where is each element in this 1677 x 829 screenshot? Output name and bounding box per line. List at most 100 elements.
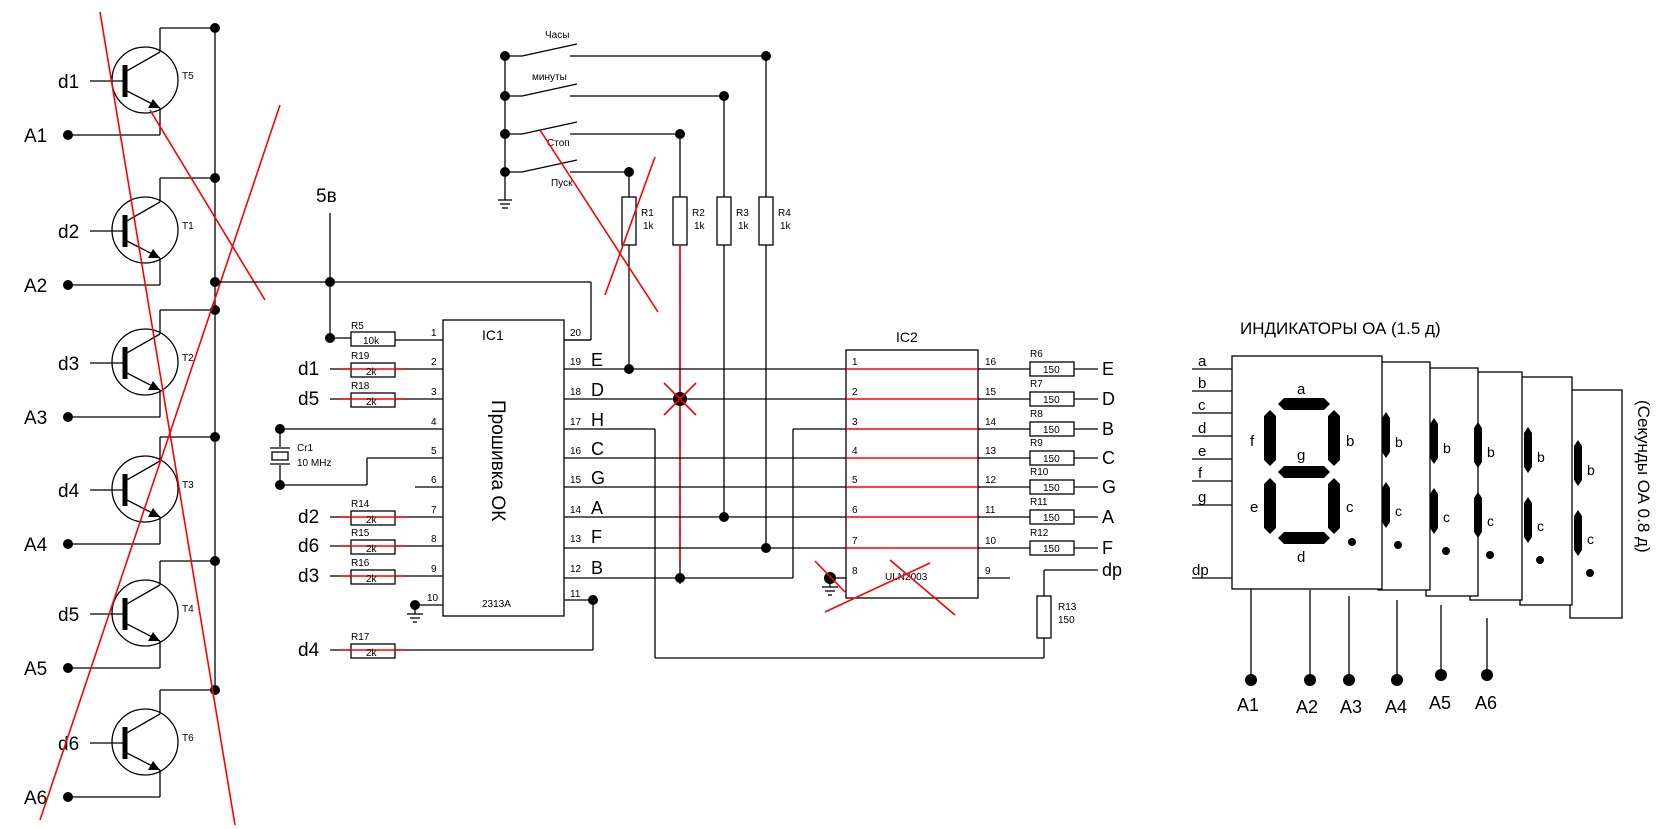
indicator-block: ИНДИКАТОРЫ ОА (1.5 д) (Секунды ОА 0.8 д)… [1192, 319, 1653, 717]
r14-value: 2k [366, 515, 378, 526]
ic1-pin-1: 1 [431, 328, 437, 339]
main-seg-a: a [1297, 381, 1306, 398]
main-seg-f: f [1250, 433, 1255, 450]
r12-label: R12 [1030, 528, 1049, 539]
r18-value: 2k [366, 397, 378, 408]
ic1-signal-d: D [591, 380, 604, 400]
r15-body [350, 539, 396, 555]
ic2-pin-3: 3 [852, 417, 858, 428]
transistor-t1: T1 d2 A2 [24, 178, 194, 297]
crystal-name: Cr1 [297, 443, 314, 454]
seg-input-g: g [1198, 489, 1206, 506]
t2-label: T2 [182, 353, 194, 364]
r13-value: 150 [1058, 615, 1075, 626]
small-indicator-3 [1469, 371, 1523, 601]
small-indicator-2 [1425, 367, 1479, 597]
r5-value: 10k [363, 336, 380, 347]
r16-value: 2k [366, 574, 378, 585]
anode-a6: A6 [1475, 693, 1497, 713]
main-seg-e: e [1250, 499, 1258, 516]
r17-input: d4 [298, 640, 320, 661]
ic1-body [442, 319, 565, 617]
indicator-title: ИНДИКАТОРЫ ОА (1.5 д) [1240, 319, 1441, 338]
r3-label: R3 [736, 208, 749, 219]
switch-pusk-label: Пуск [551, 178, 573, 189]
r16-input: d3 [298, 566, 319, 587]
ic2-pin-9: 9 [985, 566, 991, 577]
ic2-pin-8: 8 [852, 566, 858, 577]
ic1-pin-19: 19 [570, 357, 582, 368]
t4-label: T4 [182, 604, 194, 615]
r18-label: R18 [351, 381, 370, 392]
small-1-b: b [1395, 434, 1403, 450]
r10-signal: G [1102, 477, 1116, 497]
indicator-side-label: (Секунды ОА 0.8 д) [1634, 400, 1653, 553]
r9-signal: C [1102, 448, 1115, 468]
r8-signal: B [1102, 419, 1114, 439]
r3-body [716, 196, 732, 246]
ic2-body [845, 349, 979, 599]
small-2-c: c [1443, 509, 1450, 525]
r10-value: 150 [1043, 483, 1060, 494]
ic1-name: IC1 [482, 327, 504, 343]
transistor-t3: T3 d4 A4 [24, 437, 194, 556]
ic1-signal-g: G [591, 468, 605, 488]
t5-pin-label: A1 [24, 126, 47, 147]
ic1-pin-12: 12 [570, 564, 582, 575]
r8-value: 150 [1043, 425, 1060, 436]
ic2-pin-5: 5 [852, 475, 858, 486]
ic2-pin-1: 1 [852, 357, 858, 368]
main-indicator-segments: a b c d e f g [1250, 381, 1356, 566]
transistor-t5: T5 d1 A1 [24, 28, 194, 147]
switch-stop-label: Стоп [547, 138, 570, 149]
supply-net: 5в [215, 186, 592, 343]
t5-label: T5 [182, 71, 194, 82]
r14-label: R14 [351, 499, 370, 510]
t2-pin-label: A3 [24, 408, 47, 429]
ic1-input-resistors: R5 10k R19 2k d1 R18 2k d5 R14 2k d2 R15… [298, 321, 405, 661]
seg-input-d: d [1198, 420, 1206, 437]
r17-value: 2k [366, 648, 378, 659]
small-4-b: b [1537, 449, 1545, 465]
r18-body [350, 392, 396, 408]
t1-label: T1 [182, 221, 194, 232]
ic2-pin-14: 14 [985, 417, 997, 428]
ic1-firmware: Прошивка ОК [487, 400, 508, 521]
ic2-pin-10: 10 [985, 536, 997, 547]
anode-a5: A5 [1429, 693, 1451, 713]
ic1-part: 2313A [482, 599, 511, 610]
r15-value: 2k [366, 544, 378, 555]
t5-base-label: d1 [58, 72, 79, 93]
ic2-pin-6: 6 [852, 505, 858, 516]
r3-value: 1k [738, 221, 750, 232]
ic1-pin-7: 7 [431, 505, 437, 516]
transistor-stack: T5 d1 A1 T1 d2 A2 [24, 11, 281, 826]
transistor-t2: T2 d3 A3 [24, 310, 194, 429]
r13-label: R13 [1058, 602, 1077, 613]
ic1-pin-8: 8 [431, 534, 437, 545]
small-5-b: b [1587, 462, 1595, 478]
r1-label: R1 [641, 208, 654, 219]
ic2-pin-16: 16 [985, 357, 997, 368]
t1-base-label: d2 [58, 222, 79, 243]
ic1-pin-17: 17 [570, 417, 582, 428]
main-seg-b: b [1346, 433, 1354, 450]
r4-body [758, 196, 774, 246]
r2-value: 1k [694, 221, 706, 232]
r2-body [672, 196, 688, 246]
ic2-pin-11: 11 [985, 505, 996, 516]
r11-signal: A [1102, 507, 1114, 527]
seg-input-dp: dp [1192, 562, 1209, 579]
ic2-pin-7: 7 [852, 536, 858, 547]
small-indicator-4-segments: b c [1524, 427, 1545, 564]
r16-body [350, 569, 396, 585]
small-1-c: c [1395, 503, 1402, 519]
r9-value: 150 [1043, 454, 1060, 465]
segment-resistors: R6 150 E R7 150 D R8 150 B R9 150 C R10 … [978, 349, 1122, 658]
main-seg-g: g [1297, 447, 1305, 464]
seg-input-b: b [1198, 375, 1206, 392]
ic1-pin-14: 14 [570, 505, 582, 516]
t6-pin-label: A6 [24, 788, 47, 809]
ic1-pin-11: 11 [570, 589, 581, 600]
